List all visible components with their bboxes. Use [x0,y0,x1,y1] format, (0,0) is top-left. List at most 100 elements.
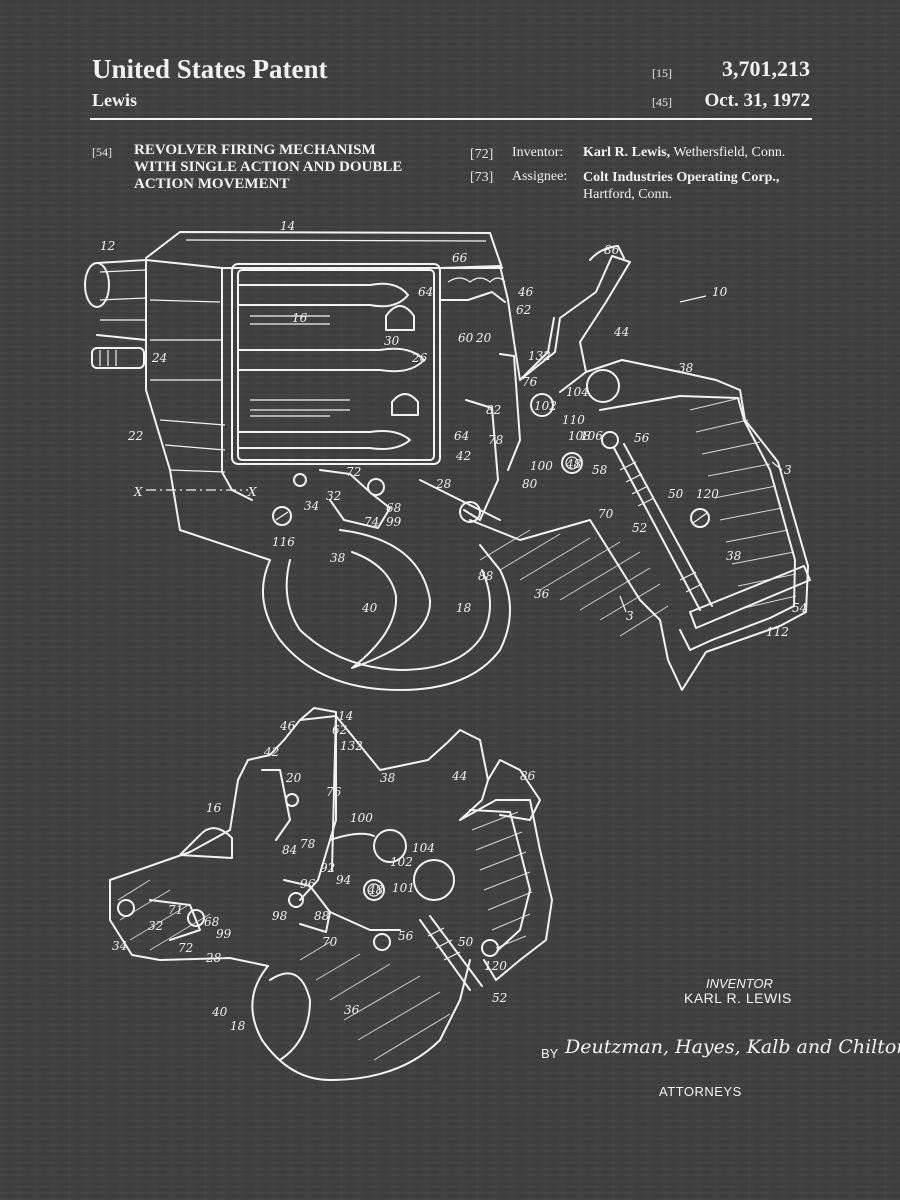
ref-numeral: 132 [528,349,551,363]
ref-numeral: 50 [668,487,684,501]
ref-numeral: 52 [492,991,507,1005]
header-divider [90,118,812,120]
inventor-caption-name: KARL R. LEWIS [684,990,792,1006]
ref-numeral: 24 [151,351,167,365]
ref-numeral: 18 [230,1019,246,1033]
ref-numeral: X [247,485,257,499]
invention-title-line: REVOLVER FIRING MECHANISM [134,142,376,158]
ref-numeral: 14 [338,709,353,723]
ref-numeral: 32 [148,919,163,933]
ref-numeral: 48 [565,457,582,471]
ref-numeral: 72 [346,465,361,479]
ref-numeral: 36 [344,1003,360,1017]
ref-numeral: 16 [206,801,222,815]
assignee-location: Hartford, Conn. [583,187,673,202]
ref-numeral: 54 [792,601,807,615]
ref-numeral: 42 [263,745,279,759]
inventor-value: Karl R. Lewis, Wethersfield, Conn. [583,145,785,161]
ref-numeral: 26 [411,351,428,365]
ref-numeral: 70 [322,935,338,949]
inventor-name: Karl R. Lewis, [583,145,671,160]
ref-numeral: 78 [300,837,316,851]
ref-numeral: 20 [475,331,492,345]
by-label: BY [541,1046,559,1061]
attorney-signature: Deutzman, Hayes, Kalb and Chilton [565,1036,900,1058]
invention-title-line: ACTION MOVEMENT [134,176,290,192]
ref-numeral: 106 [580,429,603,443]
ref-numeral: 3 [784,463,792,477]
ref-numeral: 99 [216,927,232,941]
ref-numeral: 104 [566,385,589,399]
ref-numeral: 70 [598,507,614,521]
assignee-label: Assignee: [512,169,568,184]
ref-numeral: 56 [398,929,414,943]
ref-numeral: 58 [592,463,608,477]
assignee-name: Colt Industries Operating Corp., [583,170,780,185]
ref-numeral: 62 [332,723,347,737]
ref-numeral: X [133,485,143,499]
ref-numeral: 99 [386,515,402,529]
ref-numeral: 120 [484,959,507,973]
ref-numeral: 72 [178,941,193,955]
ref-numeral: 102 [534,399,557,413]
ref-numeral: 60 [458,331,474,345]
ref-numeral: 34 [112,939,127,953]
ref-numeral: 28 [435,477,452,491]
invention-title-line: WITH SINGLE ACTION AND DOUBLE [134,159,403,175]
ref-numeral: 52 [632,521,647,535]
ref-numeral: 38 [726,549,742,563]
assignee-value: Colt Industries Operating Corp., Hartfor… [583,169,779,203]
figure-bottom-drawing [109,707,553,1081]
ref-numeral: 112 [766,625,789,639]
ref-numeral: 16 [292,311,308,325]
ref-numeral: 80 [522,477,538,491]
ref-numeral: 102 [390,855,413,869]
ref-numeral: 14 [280,219,295,233]
ref-numeral: 3 [626,609,634,623]
ref-numeral: 32 [326,489,341,503]
ref-numeral: 12 [100,239,115,253]
assignee-code: [73] [470,170,494,185]
ref-numeral: 44 [613,325,629,339]
ref-numeral: 86 [520,769,536,783]
ref-numeral: 36 [534,587,550,601]
inventor-code: [72] [470,147,494,162]
ref-numeral: 96 [300,877,316,891]
ref-numeral: 84 [282,843,297,857]
ref-numeral: 108 [568,429,591,443]
inventor-label: Inventor: [512,145,564,160]
ref-numeral: 42 [455,449,471,463]
ref-numeral: 68 [386,501,402,515]
ref-numeral: 30 [384,334,400,348]
date-code: [45] [652,95,672,109]
reference-numerals: 14 12 24 22 16 66 46 64 62 60 20 26 30 1… [100,219,807,1033]
ref-numeral: 10 [712,285,728,299]
ref-numeral: 22 [127,429,143,443]
ref-numeral: 76 [522,375,538,389]
ref-numeral: 38 [330,551,346,565]
patent-number-code: [15] [652,66,672,80]
ref-numeral: 116 [272,535,295,549]
patent-title: United States Patent [92,54,328,84]
invention-title: REVOLVER FIRING MECHANISM WITH SINGLE AC… [134,142,402,193]
ref-numeral: 68 [204,915,220,929]
ref-numeral: 38 [678,361,694,375]
ref-numeral: 18 [456,601,472,615]
ref-numeral: 46 [279,719,296,733]
ref-numeral: 64 [418,285,433,299]
ref-numeral: 34 [304,499,319,513]
ref-numeral: 101 [392,881,415,895]
ref-numeral: 92 [320,861,335,875]
ref-numeral: 104 [412,841,435,855]
ref-numeral: 64 [454,429,469,443]
ref-numeral: 40 [361,601,378,615]
inventor-caption: INVENTOR [706,976,773,991]
ref-numeral: 44 [451,769,467,783]
inventor-surname: Lewis [92,90,137,110]
ref-numeral: 46 [517,285,534,299]
ref-numeral: 86 [604,243,620,257]
ref-numeral: 120 [696,487,719,501]
ref-numeral: 50 [458,935,474,949]
ref-numeral: 110 [562,413,585,427]
